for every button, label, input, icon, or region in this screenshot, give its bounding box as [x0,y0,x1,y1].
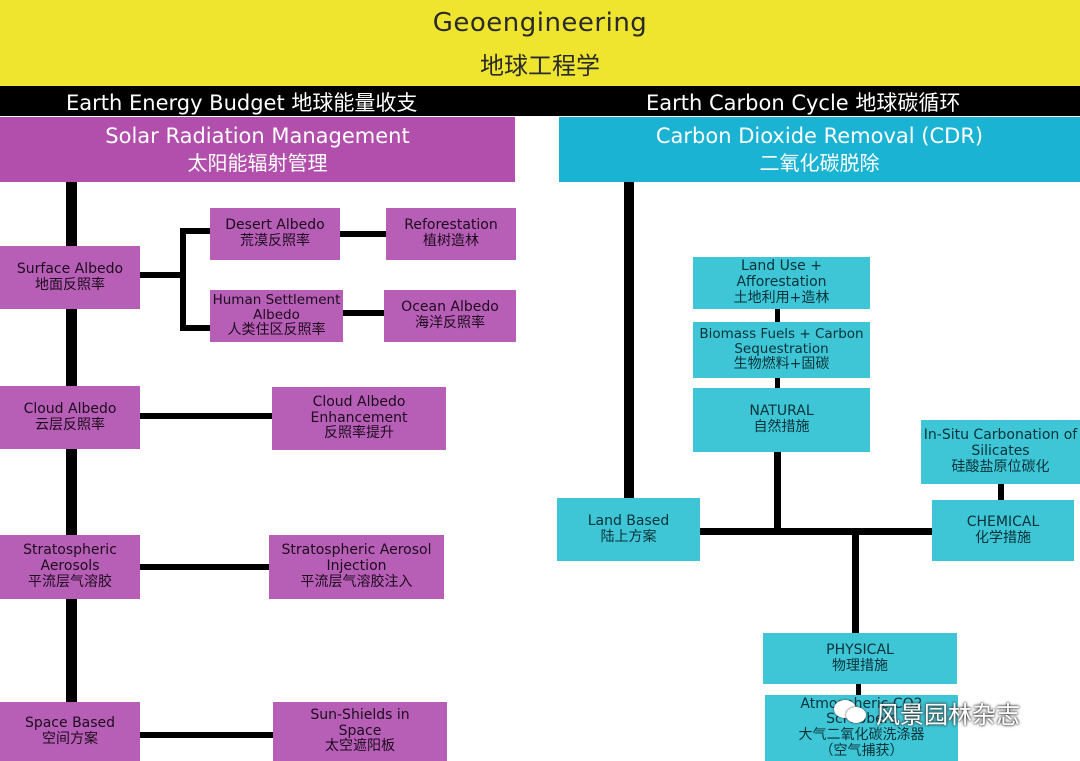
solar-radiation-management-box: Solar Radiation Management 太阳能辐射管理 [0,117,515,182]
reforestation-box: Reforestation 植树造林 [386,208,516,260]
strat-injection-en: Stratospheric Aerosol Injection [281,542,432,575]
ocean-albedo-en: Ocean Albedo [401,299,499,316]
settlement-link-line [180,325,210,331]
wechat-icon [834,698,868,726]
energy-budget-label: Earth Energy Budget 地球能量收支 [66,91,418,115]
cloud-albedo-box: Cloud Albedo 云层反照率 [0,386,140,449]
cdr-horizontal-line [700,528,935,535]
space-based-zh: 空间方案 [42,730,98,747]
human-settlement-en: Human Settlement Albedo [212,292,341,324]
cloud-albedo-en: Cloud Albedo [23,400,117,417]
desert-albedo-zh: 荒漠反照率 [240,233,310,249]
reforestation-zh: 植树造林 [423,233,479,249]
title-en: Geoengineering [432,8,648,38]
land-use-en: Land Use + Afforestation [736,258,827,291]
surface-albedo-zh: 地面反照率 [35,276,105,293]
stratospheric-aerosol-injection-box: Stratospheric Aerosol Injection 平流层气溶胶注入 [269,535,444,599]
space-link-line [140,732,273,738]
aerosol-link-line [140,564,269,570]
space-based-box: Space Based 空间方案 [0,702,140,761]
desert-reforest-line [339,231,386,237]
watermark: 风景园林杂志 [834,692,1020,732]
carbon-cycle-label: Earth Carbon Cycle 地球碳循环 [646,91,961,115]
desert-albedo-en: Desert Albedo [225,217,325,234]
surface-albedo-en: Surface Albedo [16,260,124,277]
in-situ-carbonation-box: In-Situ Carbonation of Silicates 硅酸盐原位碳化 [921,420,1080,484]
land-use-zh: 土地利用+造林 [733,289,830,306]
chemical-box: CHEMICAL 化学措施 [932,500,1074,561]
cloud-enhancement-zh: 反照率提升 [324,425,394,442]
human-settlement-zh: 人类住区反照率 [227,322,326,339]
in-situ-en: In-Situ Carbonation of Silicates [923,427,1078,460]
sun-shields-box: Sun-Shields in Space 太空遮阳板 [273,702,447,761]
sun-shields-zh: 太空遮阳板 [325,738,395,755]
cdr-trunk-line [624,182,634,498]
physical-zh: 物理措施 [832,657,888,674]
surface-albedo-box: Surface Albedo 地面反照率 [0,246,140,309]
chemical-en: CHEMICAL [966,513,1040,530]
carbon-dioxide-removal-box: Carbon Dioxide Removal (CDR) 二氧化碳脱除 [559,117,1080,182]
ocean-albedo-box: Ocean Albedo 海洋反照率 [384,290,516,342]
biomass-zh: 生物燃料+固碳 [733,356,830,373]
atmospheric-zh: 大气二氧化碳洗涤器 [798,727,925,743]
title-zh: 地球工程学 [480,52,600,80]
strat-aerosols-en: Stratospheric Aerosols [23,542,117,575]
reforestation-en: Reforestation [404,217,498,234]
atmospheric-zh2: （空气捕获） [819,742,904,759]
chemical-up-line [998,484,1004,500]
srm-en: Solar Radiation Management [105,124,410,149]
natural-en: NATURAL [749,403,814,420]
cloud-albedo-enhancement-box: Cloud Albedo Enhancement 反照率提升 [272,387,446,450]
category-bar: Earth Energy Budget 地球能量收支 Earth Carbon … [0,86,1080,116]
in-situ-zh: 硅酸盐原位碳化 [951,458,1050,475]
surface-fork-line [180,228,186,331]
human-settlement-albedo-box: Human Settlement Albedo 人类住区反照率 [210,290,343,342]
strat-aerosols-zh: 平流层气溶胶 [28,573,112,590]
atmospheric-scrubbers-box: Atmospheric CO2 Scrubbers 大气二氧化碳洗涤器 （空气捕… [765,695,958,761]
natural-down-line [774,452,781,530]
physical-en: PHYSICAL [826,641,894,658]
settlement-ocean-line [342,310,384,316]
cloud-link-line [140,413,272,419]
desert-albedo-box: Desert Albedo 荒漠反照率 [210,208,340,260]
biomass-fuels-box: Biomass Fuels + Carbon Sequestration 生物燃… [693,322,870,378]
surface-branch-line [140,272,185,278]
srm-zh: 太阳能辐射管理 [187,150,328,175]
cdr-zh: 二氧化碳脱除 [759,150,880,175]
physical-atmos-line [856,684,861,695]
sun-shields-en: Sun-Shields in Space [310,706,410,739]
biomass-en: Biomass Fuels + Carbon Sequestration [699,326,864,358]
chemical-zh: 化学措施 [975,529,1031,546]
watermark-text: 风景园林杂志 [876,700,1020,729]
stratospheric-aerosols-box: Stratospheric Aerosols 平流层气溶胶 [0,535,140,599]
space-based-en: Space Based [24,714,116,731]
physical-down-line [852,533,859,633]
land-based-en: Land Based [587,512,670,529]
cloud-enhancement-en: Cloud Albedo Enhancement [310,393,408,426]
cdr-en: Carbon Dioxide Removal (CDR) [655,124,984,149]
physical-box: PHYSICAL 物理措施 [763,633,957,684]
title-banner: Geoengineering 地球工程学 [0,0,1080,86]
natural-zh: 自然措施 [753,419,810,435]
land-based-box: Land Based 陆上方案 [557,498,700,561]
natural-box: NATURAL 自然措施 [693,388,870,452]
ocean-albedo-zh: 海洋反照率 [415,315,485,331]
strat-injection-zh: 平流层气溶胶注入 [300,573,413,590]
land-based-zh: 陆上方案 [600,528,657,545]
land-use-afforestation-box: Land Use + Afforestation 土地利用+造林 [693,257,870,309]
cloud-albedo-zh: 云层反照率 [35,416,105,433]
desert-link-line [180,228,210,234]
